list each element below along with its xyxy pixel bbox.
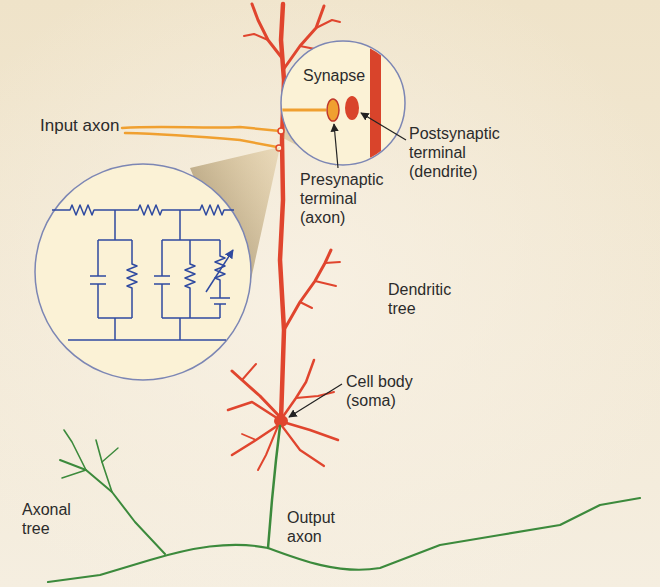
postsynaptic-terminal	[345, 96, 359, 120]
part-label: Input axon	[40, 116, 130, 135]
axonal-tree-branch	[102, 448, 118, 462]
axonal-tree-branch	[64, 430, 86, 470]
basal-dendrite	[228, 402, 280, 420]
axon-trunk	[268, 426, 280, 548]
axon-branch	[48, 545, 268, 582]
part-label: Postsynaptic terminal (dendrite)	[409, 124, 505, 181]
part-label: Cell body (soma)	[346, 372, 430, 410]
axonal-tree-branch	[62, 470, 86, 478]
dendrite-branch	[284, 250, 331, 330]
basal-dendrite	[232, 371, 281, 418]
part-label: Dendritic tree	[388, 280, 458, 318]
cell-body	[274, 415, 288, 427]
dendrite-branch	[244, 34, 268, 40]
resistor-symbol	[52, 205, 234, 215]
basal-dendrite	[282, 426, 324, 466]
synapse-closeup	[280, 30, 381, 180]
presynaptic-terminal	[327, 99, 339, 121]
dendrite-branch	[325, 262, 340, 263]
leader-lines	[289, 113, 406, 417]
dendrite-branch	[300, 302, 312, 308]
synapse-magnifier	[281, 41, 405, 165]
leader-arrow	[361, 113, 406, 140]
part-label: Synapse	[303, 66, 369, 85]
axon-fiber	[125, 133, 277, 147]
axonal-tree-branch	[60, 460, 165, 554]
axon-fiber	[280, 109, 326, 112]
dendrite-branch	[252, 4, 282, 58]
basal-dendrite	[282, 360, 314, 418]
axon-branch	[268, 498, 640, 570]
axonal-tree-branch	[96, 440, 112, 492]
ground-wire	[68, 339, 226, 341]
leader-arrow	[334, 124, 338, 168]
dendrite-branch	[315, 281, 336, 286]
apical-dendrite	[280, 4, 284, 420]
input-axon	[122, 127, 284, 151]
equivalent-circuit	[52, 205, 234, 340]
part-label: Axonal tree	[22, 500, 84, 538]
membrane-compartment	[90, 210, 137, 340]
dendrite-branch	[316, 20, 340, 28]
part-label: Presynaptic terminal (axon)	[300, 170, 394, 227]
leader-arrow	[289, 384, 342, 417]
synaptic-compartment	[154, 210, 230, 340]
dendrite-shaft	[370, 30, 381, 180]
synapse-dot	[278, 128, 284, 134]
output-axon	[48, 426, 640, 582]
variable-resistor-arrow	[206, 250, 233, 292]
basal-dendrite	[242, 364, 256, 380]
part-label: Output axon	[287, 508, 349, 546]
basal-dendrite	[242, 434, 256, 440]
axon-fiber	[122, 127, 280, 131]
circuit-magnifier	[35, 164, 251, 380]
